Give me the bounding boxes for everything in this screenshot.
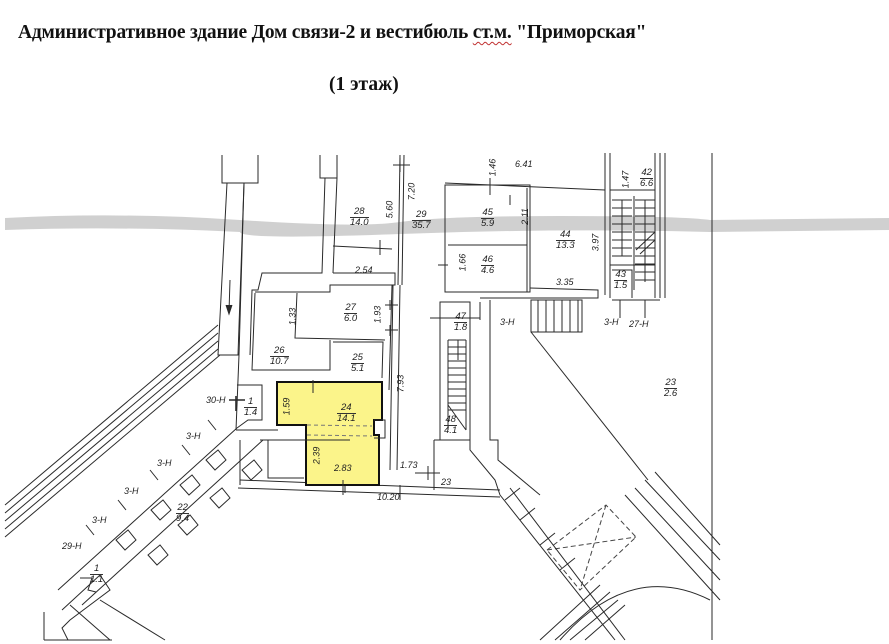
title-text-abbrev: ст.м. <box>472 22 512 43</box>
room-24-dim-width: 1.59 <box>281 397 292 416</box>
dim-label: 2.11 <box>519 208 530 225</box>
dim-label: 5.60 <box>384 200 395 219</box>
floor-plan-drawing <box>4 153 889 641</box>
door-mark: 27-Н <box>629 319 649 329</box>
dim-label: 1.93 <box>372 305 383 324</box>
room-24-dim-depth: 2.39 <box>311 446 322 465</box>
dim-label: 3.35 <box>556 277 574 287</box>
scan-band <box>5 215 889 237</box>
dim-label: 6.41 <box>515 159 533 169</box>
floor-subtitle: (1 этаж) <box>329 74 399 95</box>
dim-label: 23 <box>441 477 452 487</box>
dim-label: 1.46 <box>487 158 498 177</box>
door-mark: 3-Н <box>92 515 107 525</box>
dim-label: 1.47 <box>620 170 631 189</box>
dim-label: 10.20 <box>377 492 400 502</box>
dim-label: 2.54 <box>355 265 373 275</box>
title-text-part1: Административное здание Дом связи-2 и ве… <box>18 22 473 43</box>
room-24-dim-bottom: 2.83 <box>334 463 352 473</box>
dim-label: 1.33 <box>287 307 298 326</box>
door-mark: 30-Н <box>206 395 226 405</box>
dim-label: 7.20 <box>406 182 417 201</box>
highlighted-room-24 <box>276 381 383 486</box>
door-mark: 3-Н <box>157 458 172 468</box>
document-title: Административное здание Дом связи-2 и ве… <box>18 22 646 44</box>
door-mark: 3-Н <box>500 317 515 327</box>
door-mark: 3-Н <box>604 317 619 327</box>
door-mark: 3-Н <box>186 431 201 441</box>
dim-label: 1.73 <box>400 460 418 470</box>
door-mark: 29-Н <box>62 541 82 551</box>
dim-label: 1.66 <box>457 253 468 272</box>
dim-label: 7.93 <box>395 374 406 393</box>
door-mark: 3-Н <box>124 486 139 496</box>
dim-label: 3.97 <box>590 233 601 252</box>
title-text-part2: "Приморская" <box>511 22 647 43</box>
